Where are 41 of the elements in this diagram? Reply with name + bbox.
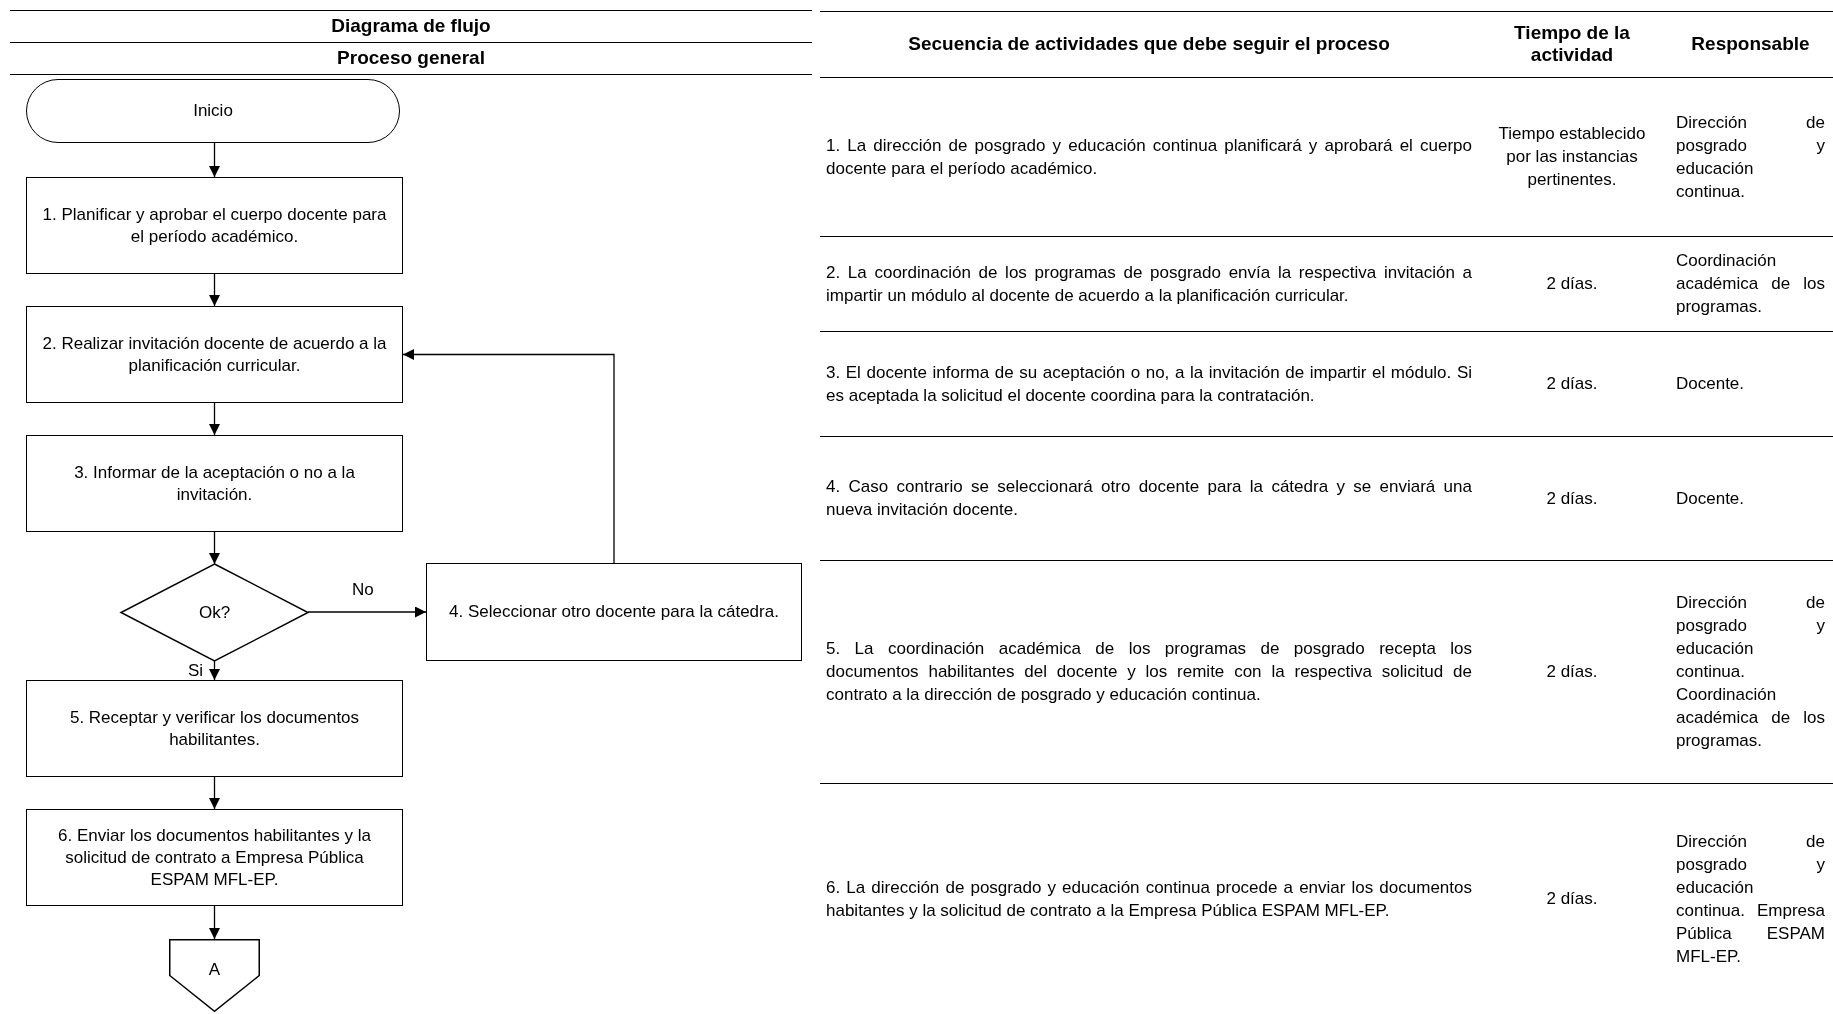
arrow bbox=[307, 606, 427, 618]
table-cell-text: Dirección de posgrado y educación continua. Coordinación académica de los programas. bbox=[1675, 592, 1826, 752]
table-cell-text: 3. El docente informa de su aceptación o no, a la invitación de impartir el módulo. Si es aceptada la solicitud el docente coordina para la contratación. bbox=[825, 361, 1473, 407]
arrow bbox=[209, 402, 220, 436]
table-cell-text: 2 días. bbox=[1545, 373, 1599, 395]
process-box: 5. Receptar y verificar los documentos habilitantes. bbox=[26, 680, 403, 777]
diagram-title: Diagrama de flujo bbox=[330, 14, 492, 38]
section-heading: Proceso general bbox=[336, 46, 486, 70]
table-cell-text: 4. Caso contrario se seleccionará otro docente para la cátedra y se enviará una nueva invitación docente. bbox=[825, 476, 1473, 521]
column-header: Tiempo de la actividad bbox=[1513, 22, 1631, 66]
table-cell-text: Docente. bbox=[1675, 373, 1746, 395]
arrow bbox=[209, 142, 220, 178]
off-page-connector: A bbox=[169, 939, 260, 1012]
table-cell-text: 1. La dirección de posgrado y educación continua planificará y aprobará el cuerpo docente para el período académico. bbox=[825, 134, 1473, 180]
process-box: 2. Realizar invitación docente de acuerdo a la planificación curricular. bbox=[26, 306, 403, 403]
arrow bbox=[209, 905, 220, 940]
table-cell-text: Dirección de posgrado y educación continua. bbox=[1675, 111, 1826, 203]
decision-diamond: Ok? bbox=[121, 564, 308, 661]
table-cell-text: 2 días. bbox=[1545, 661, 1599, 683]
table-cell-text: 5. La coordinación académica de los programas de posgrado recepta los documentos habilitantes del docente y los remite con la respectiva solicitud de contrato a la dirección de posgrado y educación continua. bbox=[825, 638, 1473, 706]
process-box: 6. Enviar los documentos habilitantes y la solicitud de contrato a Empresa Pública ESPAM MFL-EP. bbox=[26, 809, 403, 906]
table-cell-text: Coordinación académica de los programas. bbox=[1675, 250, 1826, 318]
table-cell-text: Docente. bbox=[1675, 487, 1746, 510]
table-cell-text: Dirección de posgrado y educación continua. Empresa Pública ESPAM MFL-EP. bbox=[1675, 830, 1826, 968]
column-header: Responsable bbox=[1690, 33, 1811, 55]
table-cell-text: 2 días. bbox=[1545, 487, 1599, 510]
process-box: 4. Seleccionar otro docente para la cátedra. bbox=[426, 563, 802, 661]
process-box: 3. Informar de la aceptación o no a la invitación. bbox=[26, 435, 403, 532]
table-cell-text: 2. La coordinación de los programas de posgrado envía la respectiva invitación a impartir un módulo al docente de acuerdo a la planificación curricular. bbox=[825, 261, 1473, 307]
arrow bbox=[402, 349, 615, 564]
table-cell-text: Tiempo establecido por las instancias pertinentes. bbox=[1497, 123, 1647, 191]
arrow bbox=[209, 776, 220, 810]
table-cell-text: 2 días. bbox=[1545, 888, 1599, 910]
start-terminal: Inicio bbox=[26, 79, 400, 143]
table-cell-text: 6. La dirección de posgrado y educación continua procede a enviar los documentos habitantes y la solicitud de contrato a la Empresa Pública ESPAM MFL-EP. bbox=[825, 876, 1473, 922]
process-box: 1. Planificar y aprobar el cuerpo docente para el período académico. bbox=[26, 177, 403, 274]
table-cell-text: 2 días. bbox=[1545, 273, 1599, 295]
arrow bbox=[209, 531, 220, 565]
column-header: Secuencia de actividades que debe seguir el proceso bbox=[907, 33, 1391, 55]
arrow bbox=[209, 273, 220, 307]
arrow bbox=[209, 660, 220, 681]
